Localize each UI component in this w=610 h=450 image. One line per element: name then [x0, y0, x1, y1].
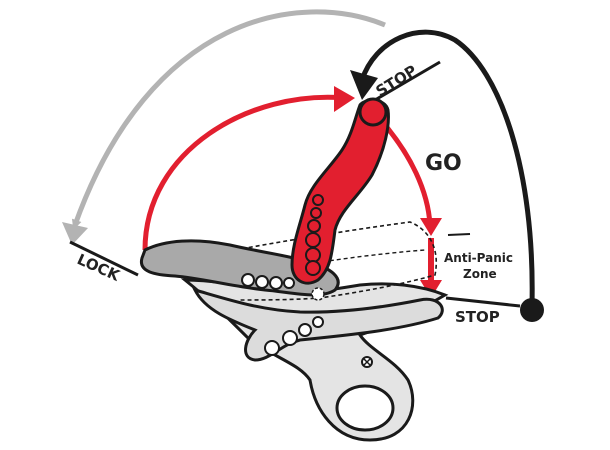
stop-bottom-tick: [445, 296, 521, 308]
handle-go-hole-3: [307, 219, 321, 233]
release-arrow-head: [334, 86, 355, 112]
go-arrow-head: [420, 218, 442, 236]
handle-go-hole-6: [305, 260, 321, 276]
label-anti-panic-line2: Zone: [463, 267, 497, 281]
handle-stop-hole-3: [298, 323, 312, 337]
pivot-screw-cross-b: [363, 358, 371, 366]
handle-stop-hole-4: [312, 316, 324, 328]
go-upper-tick: [447, 233, 471, 236]
label-stop-top: STOP: [373, 61, 421, 100]
label-anti-panic-line1: Anti-Panic: [444, 251, 513, 265]
stop-top-tick: [374, 60, 441, 102]
handle-go-hole-2: [310, 207, 322, 219]
handle-go-pivot: [358, 97, 388, 127]
stop-anchor-dot: [520, 298, 544, 322]
anti-panic-bar: [428, 238, 434, 286]
handle-lock-hole-3: [269, 276, 283, 290]
handle-lock-hole-5: [311, 287, 325, 301]
go-arrow: [383, 123, 433, 226]
lock-direction-arrow: [71, 9, 386, 230]
carabiner-hole: [335, 384, 395, 432]
handle-lock-hole-4: [283, 277, 295, 289]
stop-return-arrow: [359, 29, 535, 306]
label-go: GO: [425, 151, 462, 176]
lock-tick: [69, 240, 139, 277]
handle-stop-hole-2: [282, 330, 298, 346]
label-stop-bottom: STOP: [455, 308, 500, 326]
handle-lock-hole-1: [241, 273, 255, 287]
handle-go-hole-5: [305, 247, 321, 263]
handle-lock-hole-2: [255, 275, 269, 289]
lock-arrow-head: [62, 222, 88, 245]
handle-go-hole-4: [305, 232, 321, 248]
release-arrow: [142, 94, 346, 251]
handle-go-hole-1: [312, 194, 324, 206]
stop-arrow-head: [350, 70, 378, 100]
handle-stop-hole-1: [264, 340, 280, 356]
